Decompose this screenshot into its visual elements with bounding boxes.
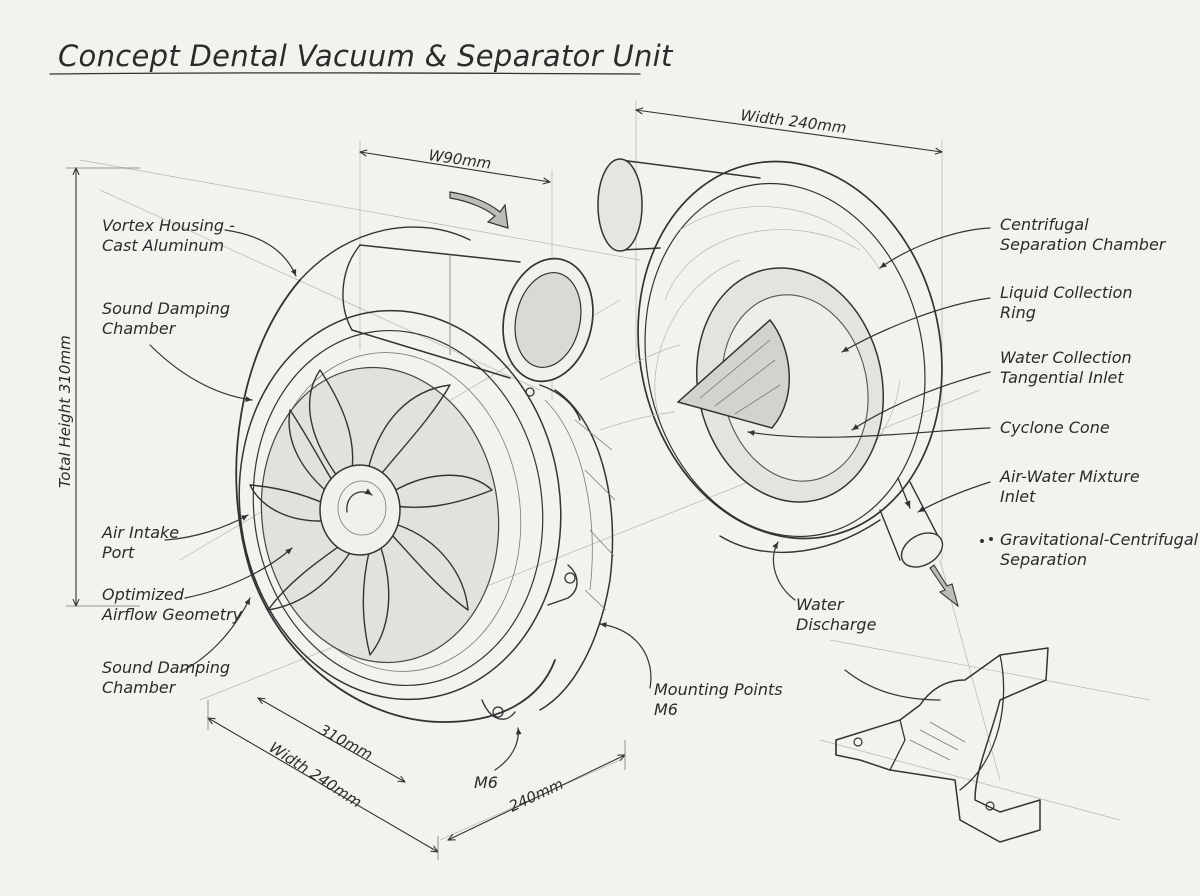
impeller-hub	[319, 464, 401, 556]
separator-pipe	[597, 158, 761, 252]
outer-rim	[238, 309, 562, 701]
dim-width-bottom-line	[208, 718, 438, 852]
label-vortex-housing: Vortex Housing -Cast Aluminum	[102, 216, 235, 255]
impeller-blades	[249, 369, 493, 656]
airflow-arrow	[449, 191, 509, 229]
dim-total-height: Total Height 310mm	[56, 335, 74, 488]
rear-casing	[539, 389, 614, 711]
dimension-lines	[66, 110, 942, 860]
dim-width-top-line	[636, 110, 942, 152]
dim-width-top: Width 240mm	[740, 106, 848, 137]
title-underline	[49, 72, 641, 75]
outlet-pipe	[342, 244, 594, 383]
label-cyclone-cone: Cyclone Cone	[1000, 418, 1110, 437]
mixture-inlet-nozzle	[879, 477, 959, 608]
leader-lines	[149, 227, 993, 771]
label-m6: M6	[474, 773, 498, 792]
rotation-arrow	[346, 488, 373, 513]
dim-240: 240mm	[506, 775, 566, 816]
separator-unit	[597, 158, 959, 608]
dim-310: 310mm	[316, 721, 376, 764]
dim-w90-line	[360, 152, 550, 182]
bolt-hole-1	[564, 572, 576, 584]
separator-outer	[637, 160, 943, 540]
vortex-shell-outline	[235, 279, 556, 723]
mounting-flange	[547, 564, 578, 606]
dim-240-line	[448, 755, 625, 840]
vortex-shell-top	[299, 226, 471, 281]
title-block: Concept Dental Vacuum & Separator Unit	[49, 39, 674, 75]
vacuum-housing	[235, 191, 616, 723]
bolt-hole-3	[492, 706, 504, 718]
page-title: Concept Dental Vacuum & Separator Unit	[58, 39, 674, 73]
left-labels: Vortex Housing -Cast Aluminum Sound Damp…	[101, 216, 783, 792]
mounting-bracket	[835, 647, 1049, 843]
dim-w90: W90mm	[427, 146, 492, 173]
bolt-hole-2	[525, 387, 535, 397]
